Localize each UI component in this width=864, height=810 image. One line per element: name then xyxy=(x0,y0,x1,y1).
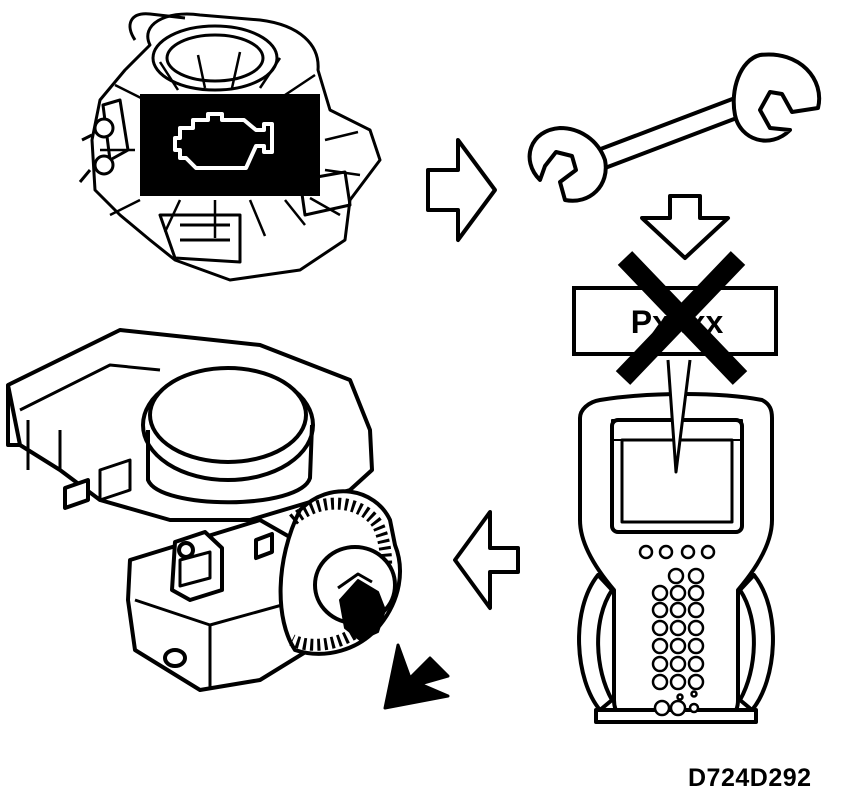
dtc-callout-pointer xyxy=(666,359,692,474)
warning-flash-rays xyxy=(100,51,361,238)
wrench-icon xyxy=(527,52,822,203)
throttle-body-illustration xyxy=(6,328,374,692)
scan-tool-keypad xyxy=(638,544,716,717)
flow-arrow-down-icon xyxy=(640,194,730,260)
check-engine-lamp-icon xyxy=(140,94,320,196)
flow-arrow-right-icon xyxy=(426,138,497,242)
throttle-position-sensor xyxy=(278,489,402,656)
figure-id-label: D724D292 xyxy=(688,764,812,792)
cancel-x-icon xyxy=(615,251,748,385)
scan-tool-illustration xyxy=(577,392,775,724)
flow-arrow-left-icon xyxy=(453,510,520,610)
solid-pointer-arrow-icon xyxy=(383,643,450,710)
